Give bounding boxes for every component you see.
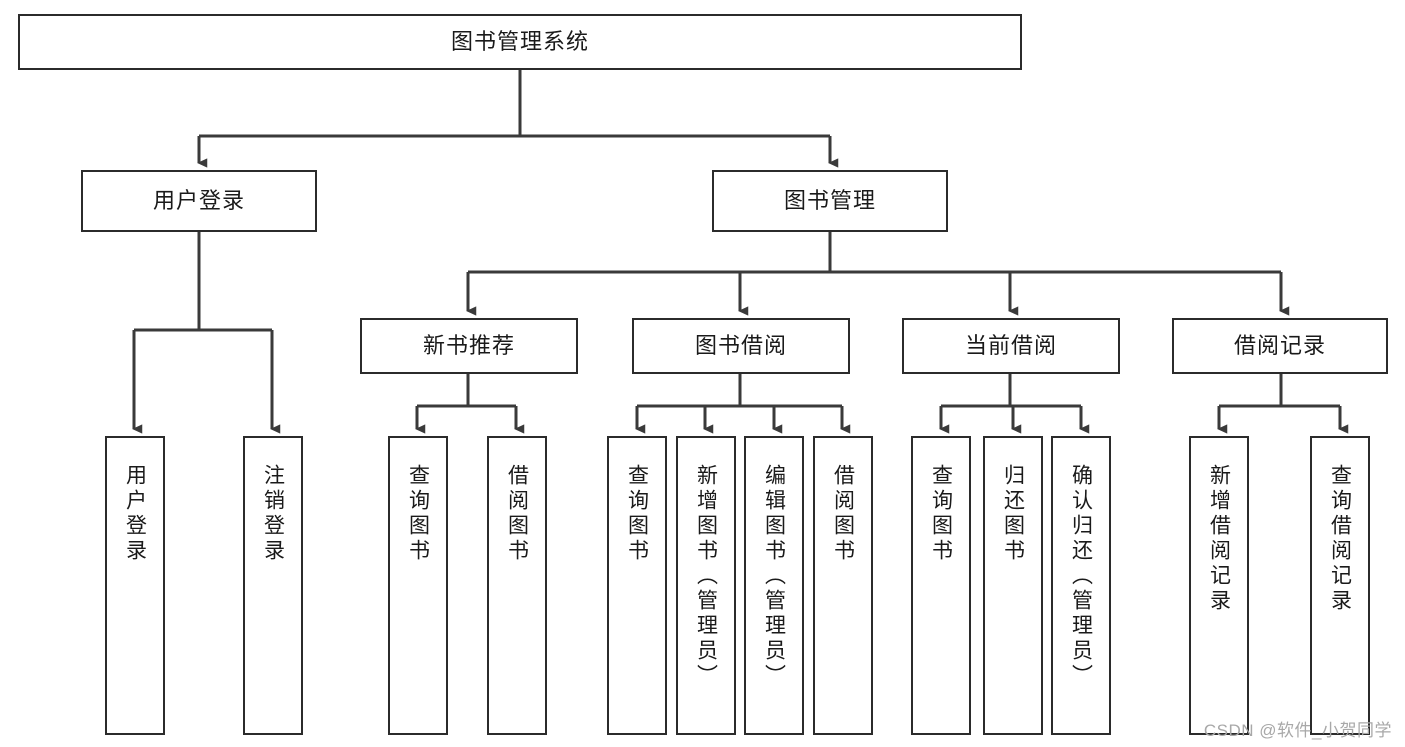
node-leaf-edit-book[interactable]: 编辑图书（管理员） <box>744 436 804 735</box>
node-borrow-record[interactable]: 借阅记录 <box>1172 318 1388 374</box>
node-leaf-borrow-book-2[interactable]: 借阅图书 <box>813 436 873 735</box>
node-current-borrow-label: 当前借阅 <box>964 333 1057 359</box>
node-leaf-logout[interactable]: 注销登录 <box>243 436 303 735</box>
node-leaf-borrow-book-2-label: 借阅图书 <box>831 464 855 564</box>
node-book-borrow[interactable]: 图书借阅 <box>632 318 850 374</box>
node-leaf-borrow-book-1-label: 借阅图书 <box>505 464 529 564</box>
node-leaf-user-login-label: 用户登录 <box>123 464 147 564</box>
node-leaf-confirm-return-label: 确认归还（管理员） <box>1069 464 1093 689</box>
node-new-book-recommend-label: 新书推荐 <box>422 333 515 359</box>
node-leaf-add-record-label: 新增借阅记录 <box>1207 464 1231 614</box>
node-leaf-query-record[interactable]: 查询借阅记录 <box>1310 436 1370 735</box>
node-leaf-query-record-label: 查询借阅记录 <box>1328 464 1352 614</box>
node-user-login-label: 用户登录 <box>152 188 245 214</box>
node-leaf-query-book-3-label: 查询图书 <box>929 464 953 564</box>
node-borrow-record-label: 借阅记录 <box>1233 333 1326 359</box>
node-leaf-return-book-label: 归还图书 <box>1001 464 1025 564</box>
node-leaf-query-book-2[interactable]: 查询图书 <box>607 436 667 735</box>
node-new-book-recommend[interactable]: 新书推荐 <box>360 318 578 374</box>
csdn-watermark: CSDN @软件_小贺同学 <box>1203 721 1392 740</box>
node-leaf-add-record[interactable]: 新增借阅记录 <box>1189 436 1249 735</box>
node-leaf-logout-label: 注销登录 <box>261 464 285 564</box>
node-leaf-add-book-label: 新增图书（管理员） <box>694 464 718 689</box>
node-user-login[interactable]: 用户登录 <box>81 170 317 232</box>
node-leaf-user-login[interactable]: 用户登录 <box>105 436 165 735</box>
node-leaf-return-book[interactable]: 归还图书 <box>983 436 1043 735</box>
node-leaf-query-book-2-label: 查询图书 <box>625 464 649 564</box>
node-root[interactable]: 图书管理系统 <box>18 14 1022 70</box>
node-leaf-edit-book-label: 编辑图书（管理员） <box>762 464 786 689</box>
node-leaf-query-book-1-label: 查询图书 <box>406 464 430 564</box>
node-book-borrow-label: 图书借阅 <box>694 333 787 359</box>
node-book-manage[interactable]: 图书管理 <box>712 170 948 232</box>
node-leaf-add-book[interactable]: 新增图书（管理员） <box>676 436 736 735</box>
node-book-manage-label: 图书管理 <box>783 188 876 214</box>
node-leaf-query-book-3[interactable]: 查询图书 <box>911 436 971 735</box>
node-leaf-confirm-return[interactable]: 确认归还（管理员） <box>1051 436 1111 735</box>
node-leaf-query-book-1[interactable]: 查询图书 <box>388 436 448 735</box>
node-current-borrow[interactable]: 当前借阅 <box>902 318 1120 374</box>
node-root-label: 图书管理系统 <box>450 29 589 55</box>
node-leaf-borrow-book-1[interactable]: 借阅图书 <box>487 436 547 735</box>
